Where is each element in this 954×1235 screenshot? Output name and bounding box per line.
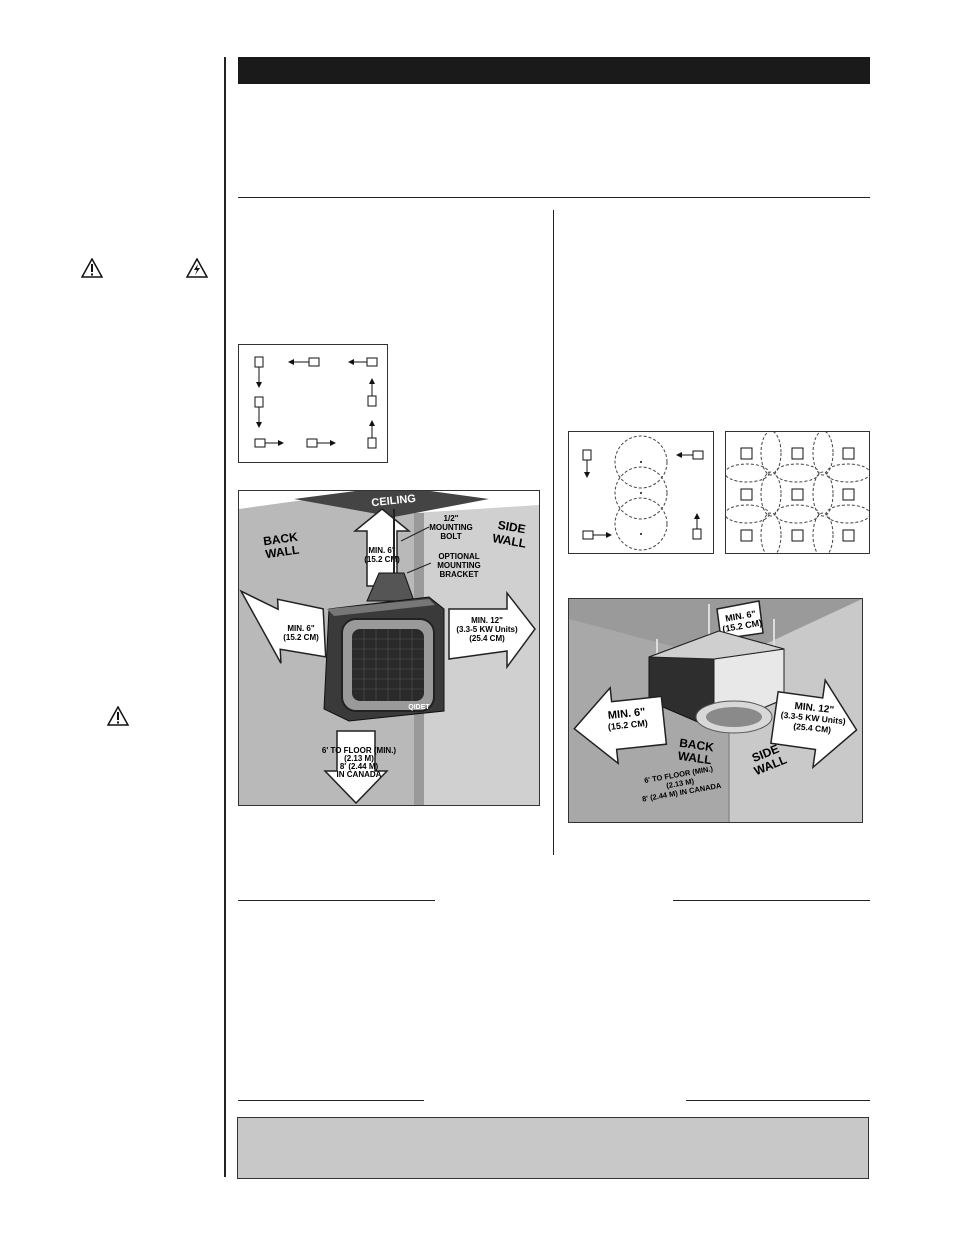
floor-clearance-label: IN CANADA (337, 770, 382, 779)
svg-text:BACKWALL: BACKWALL (677, 736, 715, 768)
airflow-circular-diagram (568, 431, 714, 554)
bolt-label: BOLT (440, 532, 461, 541)
svg-text:SIDEWALL: SIDEWALL (491, 517, 529, 550)
svg-text:MIN. 6"(15.2 CM): MIN. 6"(15.2 CM) (606, 706, 648, 732)
floor-clearance-label: 8' (2.44 M) (340, 762, 379, 771)
side-wall-label: WALL (491, 531, 527, 551)
left-margin-rule (224, 57, 226, 1177)
electric-shock-icon (186, 258, 208, 278)
brand-logo: QIDET (408, 704, 430, 711)
svg-text:BACKWALL: BACKWALL (262, 530, 300, 562)
left-clearance-label: (15.2 CM) (283, 633, 319, 642)
side-wall-label: SIDE (497, 518, 527, 537)
floor-clearance-label: 6' TO FLOOR (MIN.) (322, 746, 397, 755)
bracket-label: MOUNTING (437, 561, 481, 570)
floor-clearance-label: (2.13 M) (344, 754, 374, 763)
section-rule (238, 197, 870, 198)
svg-text:MIN. 6"(15.2 CM): MIN. 6"(15.2 CM) (283, 624, 319, 642)
subsection-rule (238, 900, 435, 901)
ceiling-label: CEILING (371, 493, 417, 510)
note-box (237, 1117, 869, 1179)
airflow-perimeter-diagram (238, 344, 388, 463)
ceiling-grid-diagram (724, 430, 871, 558)
ceiling-heater-unit (648, 630, 785, 734)
top-clearance-label: (15.2 CM) (364, 555, 400, 564)
bracket-label: BRACKET (439, 570, 478, 579)
wall-heater-unit: QIDET (323, 596, 445, 722)
left-clearance-label: (15.2 CM) (607, 718, 648, 732)
back-wall-label: BACK (262, 530, 299, 549)
warning-triangle-icon (107, 706, 129, 726)
subsection-rule (673, 900, 870, 901)
section-title-bar (238, 57, 870, 84)
top-clearance-label: MIN. 6" (368, 546, 396, 555)
svg-text:MIN. 6"(15.2 CM): MIN. 6"(15.2 CM) (364, 546, 400, 564)
bolt-label: 1/2" (444, 514, 459, 523)
left-clearance-label: MIN. 6" (607, 706, 646, 722)
left-clearance-label: MIN. 6" (287, 624, 315, 633)
subsection-rule (238, 1100, 424, 1101)
warning-triangle-icon (81, 258, 103, 278)
right-clearance-label: (3.3-5 KW Units) (456, 625, 518, 634)
svg-text:6' TO FLOOR (MIN.)(2.13 M)8' (: 6' TO FLOOR (MIN.)(2.13 M)8' (2.44 M)IN … (322, 746, 397, 779)
right-clearance-label: (25.4 CM) (793, 721, 832, 735)
bracket-label: OPTIONAL (438, 552, 479, 561)
back-wall-label: WALL (264, 543, 300, 562)
svg-text:MIN. 12"(3.3-5 KW Units)(25.4: MIN. 12"(3.3-5 KW Units)(25.4 CM) (779, 700, 847, 737)
subsection-rule (686, 1100, 870, 1101)
right-clearance-label: (25.4 CM) (469, 634, 505, 643)
svg-text:MIN. 12"(3.3-5 KW Units)(25.4: MIN. 12"(3.3-5 KW Units)(25.4 CM) (456, 616, 518, 643)
column-divider (553, 210, 554, 855)
back-wall-label: WALL (677, 749, 713, 768)
right-clearance-label: MIN. 12" (471, 616, 503, 625)
right-clearance-label: MIN. 12" (794, 701, 835, 716)
back-wall-label: BACK (678, 736, 715, 755)
ceiling-heater-clearance-diagram: MIN. 6"(15.2 CM) MIN. 6"(15.2 CM) MIN. 1… (568, 598, 863, 823)
bolt-label: MOUNTING (429, 523, 473, 532)
wall-heater-clearance-diagram: CEILING BACKWALL SIDEWALL MIN. 6"(15.2 C… (238, 490, 540, 806)
